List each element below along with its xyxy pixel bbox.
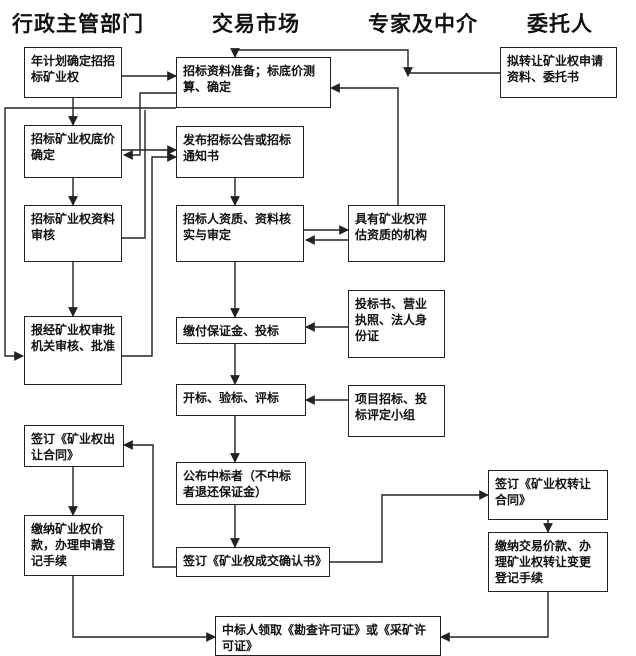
edge-entrust-to-prepare — [230, 48, 500, 74]
edge-paytransfer-to-license — [440, 592, 549, 642]
header-market: 交易市场 — [212, 11, 300, 36]
header-admin: 行政主管部门 — [12, 11, 144, 36]
header-client: 委托人 — [527, 11, 593, 36]
node-eval-team: 项目招标、投标评定小组 — [348, 385, 445, 437]
node-sign-transfer-admin: 签订《矿业权出让合同》 — [24, 425, 124, 467]
edge-report-to-announce — [122, 152, 177, 357]
edge-prepare-to-report — [4, 107, 176, 361]
node-entrust: 拟转让矿业权申请资料、委托书 — [500, 47, 617, 98]
node-report-approval: 报经矿业权审批机关审核、批准 — [24, 316, 122, 385]
edge-confirm-to-client-contract — [330, 490, 489, 563]
node-announce: 发布招标公告或招标通知书 — [176, 126, 304, 178]
node-license: 中标人领取《勘查许可证》或《采矿许可证》 — [215, 616, 441, 656]
node-bid-docs: 投标书、营业执照、法人身份证 — [348, 290, 445, 358]
node-pay-transfer: 缴纳交易价款、办理矿业权转让变更登记手续 — [488, 532, 608, 592]
edge-pay-to-license — [72, 576, 216, 642]
node-open-bid: 开标、验标、评标 — [176, 384, 306, 416]
node-confirm: 签订《矿业权成交确认书》 — [176, 547, 330, 577]
node-pay-price: 缴纳矿业权价款，办理申请登记手续 — [24, 515, 124, 576]
edge-prepare-to-reserve — [123, 92, 176, 160]
node-annual-plan: 年计划确定招招标矿业权 — [24, 47, 122, 98]
node-deposit: 缴付保证金、投标 — [176, 317, 306, 344]
node-qualification: 招标人资质、资料核实与审定 — [176, 205, 304, 262]
edge-confirm-to-admin-contract — [123, 440, 176, 568]
edge-review-to-market — [122, 110, 146, 239]
node-announce-winner: 公布中标者（不中标者退还保证金） — [176, 462, 306, 505]
edge-eval-to-prepare — [330, 83, 399, 205]
node-docs-review: 招标矿业权资料审核 — [24, 205, 122, 262]
node-evaluator: 具有矿业权评估资质的机构 — [348, 205, 445, 262]
node-reserve-price: 招标矿业权底价确定 — [24, 125, 122, 178]
node-sign-transfer-client: 签订《矿业权转让合同》 — [488, 470, 608, 520]
header-expert: 专家及中介 — [368, 11, 478, 36]
node-prepare-docs: 招标资料准备；标底价测算、确定 — [176, 57, 331, 108]
